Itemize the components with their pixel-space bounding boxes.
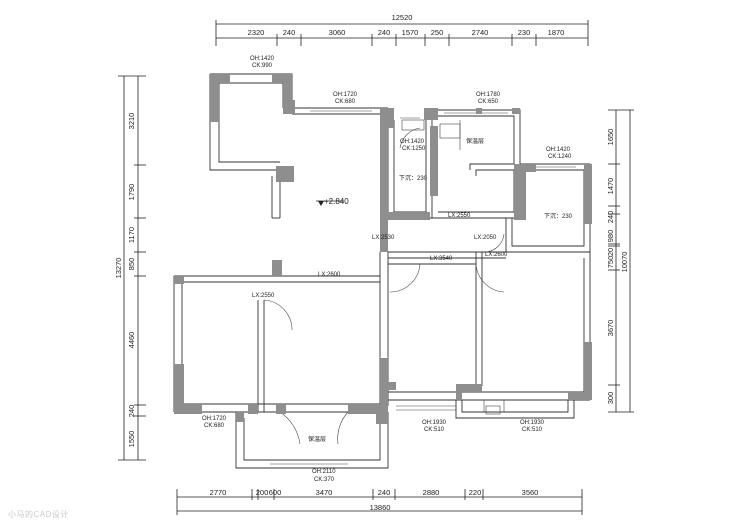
window-label: CK:370 — [314, 477, 335, 483]
dim-bottom-seg: 2880 — [423, 488, 440, 497]
window-label: OH:1720 — [333, 92, 358, 98]
dim-bottom-seg: 3470 — [316, 488, 333, 497]
window-label: OH:1780 — [476, 92, 501, 98]
elevation-marker: +2.840 — [316, 197, 349, 206]
insulation-label: 保温层 — [308, 435, 326, 443]
dim-right-seg: 20 — [606, 248, 615, 256]
window-label: CK:650 — [478, 99, 499, 105]
window-label: OH:1420 — [400, 139, 425, 145]
dim-left-total: 13270 — [114, 258, 123, 279]
dim-left-seg: 1170 — [127, 227, 136, 243]
dim-right-seg: 240 — [606, 211, 615, 224]
dim-top-seg: 240 — [283, 28, 296, 37]
dim-top-seg: 1870 — [548, 28, 565, 37]
wall-blocks — [174, 74, 592, 424]
dim-top-seg: 2740 — [472, 28, 489, 37]
window-label: CK:990 — [252, 63, 273, 69]
dim-right-seg: 300 — [606, 392, 615, 405]
left-dimensions: 3210 1790 1170 850 4460 240 1550 13270 — [114, 75, 146, 461]
right-dimensions: 1650 1470 240 980 20 750 3670 300 10070 — [606, 109, 634, 413]
lintel-label: LX:2050 — [474, 235, 497, 241]
dim-top-total: 12520 — [392, 13, 413, 22]
dim-top-seg: 1570 — [402, 28, 419, 37]
dim-top-seg: 2320 — [248, 28, 265, 37]
dim-bottom-seg: 240 — [378, 488, 391, 497]
dim-right-seg: 1470 — [606, 178, 615, 195]
lintel-label: LX:2600 — [485, 252, 508, 258]
dim-bottom-total: 13860 — [370, 503, 391, 512]
dim-bottom-seg: 220 — [469, 488, 482, 497]
window-label: CK:1250 — [402, 146, 426, 152]
dim-right-seg: 980 — [606, 230, 615, 243]
bottom-dimensions: 2770 200 600 3470 240 2880 220 3560 1386… — [176, 488, 583, 515]
window-label: OH:2110 — [312, 469, 336, 475]
dim-left-seg: 3210 — [127, 113, 136, 130]
lintel-label: LX:2550 — [448, 213, 471, 219]
dim-left-seg: 4460 — [127, 332, 136, 349]
dim-bottom-seg: 3560 — [522, 488, 539, 497]
window-label: CK:510 — [424, 427, 445, 433]
window-label: CK:1240 — [548, 154, 572, 160]
dim-top-seg: 240 — [378, 28, 391, 37]
dim-left-seg: 1550 — [127, 431, 136, 448]
top-dimensions: 12520 2320 240 3060 240 1570 250 2740 23… — [215, 13, 589, 46]
dim-left-seg: 850 — [127, 258, 136, 271]
sunken-floor-label: 下沉：230 — [544, 212, 573, 220]
window-label: OH:1720 — [202, 416, 227, 422]
dim-right-seg: 750 — [606, 256, 615, 269]
dim-right-total: 10070 — [620, 252, 629, 273]
dim-left-seg: 1790 — [127, 184, 136, 201]
dim-bottom-seg: 2770 — [210, 488, 227, 497]
window-label: OH:1420 — [546, 147, 571, 153]
lintel-label: LX:2550 — [252, 293, 275, 299]
window-label: OH:1420 — [250, 56, 275, 62]
window-label: OH:1930 — [520, 420, 545, 426]
window-label: CK:510 — [522, 427, 543, 433]
lintel-label: LX:3540 — [430, 256, 453, 262]
dim-bottom-seg: 600 — [269, 488, 282, 497]
sunken-floor-label: 下沉：230 — [399, 174, 428, 182]
lintel-label: LX:2600 — [318, 272, 341, 278]
window-label: CK:680 — [335, 99, 356, 105]
dim-top-seg: 3060 — [329, 28, 346, 37]
dim-top-seg: 230 — [518, 28, 531, 37]
elevation-label: +2.840 — [324, 197, 349, 206]
dim-bottom-seg: 200 — [256, 488, 269, 497]
watermark: 小马的CAD设计 — [8, 510, 69, 519]
dim-right-seg: 3670 — [606, 320, 615, 337]
dim-right-seg: 1650 — [606, 129, 615, 146]
plan-labels: OH:1420 CK:990 OH:1720 CK:680 OH:1780 CK… — [202, 56, 573, 483]
window-label: OH:1930 — [422, 420, 447, 426]
dim-left-seg: 240 — [127, 405, 136, 418]
lintel-label: LX:2530 — [372, 235, 395, 241]
window-label: CK:680 — [204, 423, 225, 429]
dim-top-seg: 250 — [431, 28, 444, 37]
insulation-label: 保温层 — [466, 137, 484, 145]
